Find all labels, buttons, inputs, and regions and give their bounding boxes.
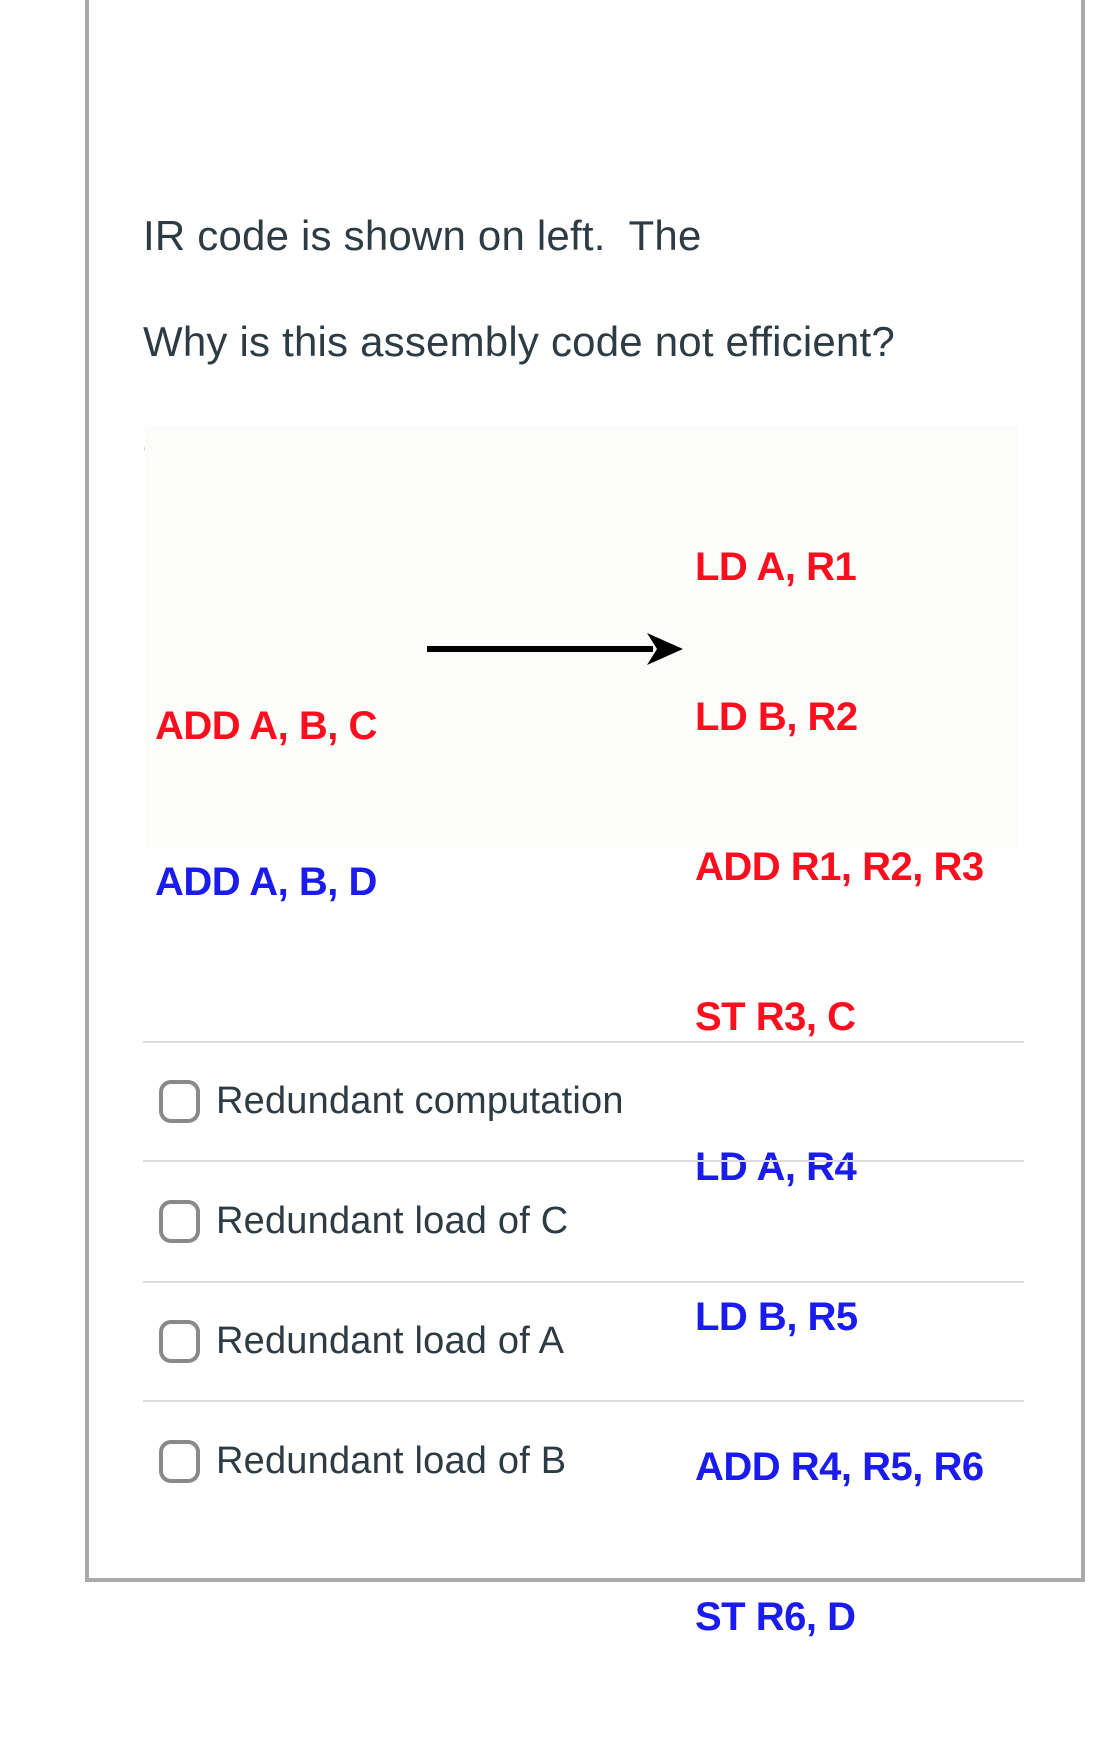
option-label[interactable]: Redundant load of C: [216, 1199, 569, 1242]
radio-button[interactable]: [159, 1199, 200, 1243]
answer-divider: [143, 1160, 1024, 1162]
radio-button[interactable]: [159, 1439, 200, 1483]
option-label[interactable]: Redundant load of B: [216, 1439, 567, 1482]
question-stem-paragraph-2: Why is this assembly code not efficient?: [143, 318, 895, 365]
answer-divider: [143, 1400, 1024, 1402]
answer-divider: [143, 1041, 1024, 1043]
answer-option-redundant-load-of-b[interactable]: Redundant load of B: [159, 1438, 566, 1484]
assembly-code-line: ADD R4, R5, R6: [695, 1445, 984, 1489]
assembly-code-block: LD A, R1 LD B, R2 ADD R1, R2, R3 ST R3, …: [695, 442, 984, 1742]
assembly-code-line: LD A, R1: [695, 545, 857, 589]
option-label[interactable]: Redundant computation: [216, 1079, 624, 1122]
assembly-code-line: ST R6, D: [695, 1595, 856, 1639]
answer-divider: [143, 1281, 1024, 1283]
assembly-code-line: LD A, R4: [695, 1145, 857, 1189]
radio-button[interactable]: [159, 1079, 200, 1123]
code-figure: ADD A, B, C ADD A, B, D LD A, R1 LD B, R…: [145, 426, 1018, 1639]
radio-button[interactable]: [159, 1319, 200, 1363]
assembly-code-line: ST R3, C: [695, 995, 856, 1039]
question-line: IR code is shown on left. The: [143, 212, 702, 259]
assembly-code-line: LD B, R2: [695, 695, 858, 739]
assembly-code-line: ADD R1, R2, R3: [695, 845, 984, 889]
answer-option-redundant-computation[interactable]: Redundant computation: [159, 1078, 624, 1124]
answer-option-redundant-load-of-a[interactable]: Redundant load of A: [159, 1318, 564, 1364]
right-arrow-icon: [425, 629, 685, 669]
option-label[interactable]: Redundant load of A: [216, 1319, 565, 1362]
ir-code-line: ADD A, B, D: [155, 860, 377, 904]
answer-option-redundant-load-of-c[interactable]: Redundant load of C: [159, 1198, 568, 1244]
assembly-code-line: LD B, R5: [695, 1295, 858, 1339]
ir-code-block: ADD A, B, C ADD A, B, D: [155, 596, 377, 1012]
ir-code-line: ADD A, B, C: [155, 704, 377, 748]
